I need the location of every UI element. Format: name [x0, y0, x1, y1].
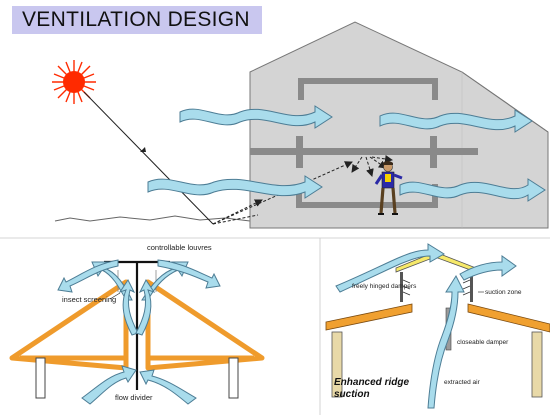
ridge-outlet-arrow	[459, 255, 517, 281]
ridge-caption-line-2: suction	[334, 389, 370, 400]
ridge-roof	[325, 303, 550, 333]
left-roof	[9, 279, 129, 399]
sun-ray	[83, 91, 214, 225]
reflected-ray-3	[212, 214, 259, 225]
leader-insect-screening	[109, 292, 121, 300]
airflow-arrow-upper-right	[379, 109, 533, 133]
label-extracted-air: extracted air	[444, 379, 481, 386]
middle-beam	[250, 136, 478, 168]
person-icon	[374, 161, 403, 215]
freely-hinged-dampers	[402, 279, 471, 296]
page-title: VENTILATION DESIGN	[22, 8, 250, 31]
label-closeable-damper: closeable damper	[457, 339, 509, 346]
airflow-right-exit	[157, 259, 221, 289]
label-freely-hinged-dampers: freely hinged dampers	[352, 283, 417, 290]
airflow-arrow-lower-right	[399, 178, 546, 202]
roof-vent-section: controllable louvres insect screening fl…	[0, 237, 550, 415]
label-flow-divider: flow divider	[115, 393, 153, 402]
airflow-arrow-lower-left	[147, 175, 323, 199]
airflow-arrow-upper-left	[179, 105, 333, 129]
ray-arrowhead	[140, 147, 146, 152]
wind-arrow-top	[335, 243, 445, 293]
airflow-inside-left	[118, 279, 139, 336]
label-enhanced-ridge-suction: Enhanced ridge suction	[334, 377, 412, 400]
label-suction-zone: suction zone	[485, 289, 522, 296]
reflected-ray-2	[212, 199, 263, 225]
airflow-in-bottom-left	[81, 365, 137, 405]
label-insect-screening: insect screening	[62, 295, 116, 304]
side-walls	[331, 331, 543, 398]
title-banner	[12, 6, 262, 34]
sun-icon	[52, 60, 96, 104]
roof-edge	[461, 71, 549, 133]
extracted-air-stream	[427, 274, 465, 409]
airflow-inside-right	[135, 279, 156, 336]
upper-shelf	[298, 78, 438, 100]
airflow-left-exit	[57, 259, 119, 293]
ridge-suction-section: freely hinged dampers suction zone close…	[325, 243, 550, 409]
airflow-in-bottom-right	[139, 369, 197, 405]
label-controllable-louvres: controllable louvres	[147, 243, 212, 252]
ridge-caption: Enhanced ridge	[334, 377, 409, 388]
building-section	[52, 21, 549, 229]
